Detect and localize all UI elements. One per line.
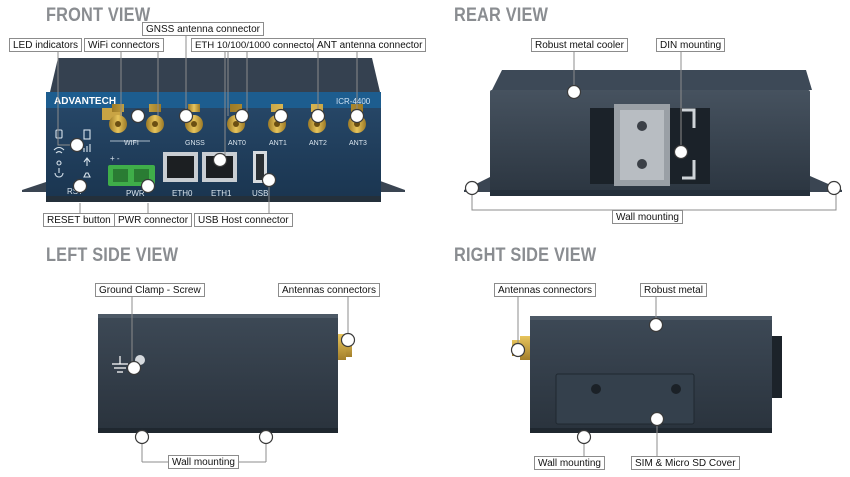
callout-gnss-antenna-connector: GNSS antenna connector bbox=[142, 22, 264, 36]
callout-sim-sd-cover: SIM & Micro SD Cover bbox=[631, 456, 740, 470]
led-panel bbox=[53, 129, 91, 178]
callout-ant-antenna-connector: ANT antenna connector bbox=[313, 38, 427, 52]
callout-eth-connectors: ETH 10/100/1000 connectors bbox=[191, 38, 324, 52]
callout-reset-button: RESET button bbox=[43, 213, 115, 227]
front-leader-lines bbox=[57, 36, 358, 214]
svg-text:ETH1: ETH1 bbox=[211, 189, 232, 198]
wifi-port-label: WIFI bbox=[124, 140, 139, 147]
left-side-view-title: LEFT SIDE VIEW bbox=[46, 245, 179, 266]
callout-right-antennas-connectors: Antennas connectors bbox=[494, 283, 596, 297]
callout-usb-host-connector: USB Host connector bbox=[194, 213, 293, 227]
front-view-title: FRONT VIEW bbox=[46, 5, 151, 26]
callout-markers bbox=[69, 84, 842, 445]
svg-text:PWR: PWR bbox=[126, 189, 145, 198]
callout-rear-wall-mounting: Wall mounting bbox=[612, 210, 683, 224]
svg-text:ANT3: ANT3 bbox=[349, 140, 367, 147]
callout-left-wall-mounting: Wall mounting bbox=[168, 455, 239, 469]
callout-pwr-connector: PWR connector bbox=[114, 213, 193, 227]
model-label: ICR-4400 bbox=[336, 97, 371, 106]
rear-device bbox=[464, 70, 842, 196]
svg-text:ANT2: ANT2 bbox=[309, 140, 327, 147]
callout-ground-clamp-screw: Ground Clamp - Screw bbox=[95, 283, 205, 297]
callout-robust-metal: Robust metal bbox=[640, 283, 707, 297]
right-side-view-title: RIGHT SIDE VIEW bbox=[454, 245, 597, 266]
svg-text:GNSS: GNSS bbox=[185, 140, 205, 147]
wifi-connectors: WIFI bbox=[102, 104, 164, 147]
callout-wifi-connectors: WiFi connectors bbox=[84, 38, 164, 52]
svg-text:ANT1: ANT1 bbox=[269, 140, 287, 147]
svg-text:ETH0: ETH0 bbox=[172, 189, 193, 198]
callout-robust-metal-cooler: Robust metal cooler bbox=[531, 38, 628, 52]
callout-right-wall-mounting: Wall mounting bbox=[534, 456, 605, 470]
callout-led-indicators: LED indicators bbox=[9, 38, 83, 52]
svg-text:+ -: + - bbox=[110, 154, 120, 163]
right-side-device bbox=[512, 316, 782, 433]
svg-text:USB: USB bbox=[252, 189, 268, 198]
callout-left-antennas-connectors: Antennas connectors bbox=[278, 283, 380, 297]
brand-logo: ADVANTECH bbox=[54, 96, 116, 107]
svg-text:ANT0: ANT0 bbox=[228, 140, 246, 147]
rst-port-label: RST bbox=[67, 187, 83, 196]
rear-view-title: REAR VIEW bbox=[454, 5, 549, 26]
front-device: ADVANTECH ICR-4400 RST WIF bbox=[22, 58, 405, 202]
callout-din-mounting: DIN mounting bbox=[656, 38, 726, 52]
usb-port: USB bbox=[252, 151, 268, 198]
